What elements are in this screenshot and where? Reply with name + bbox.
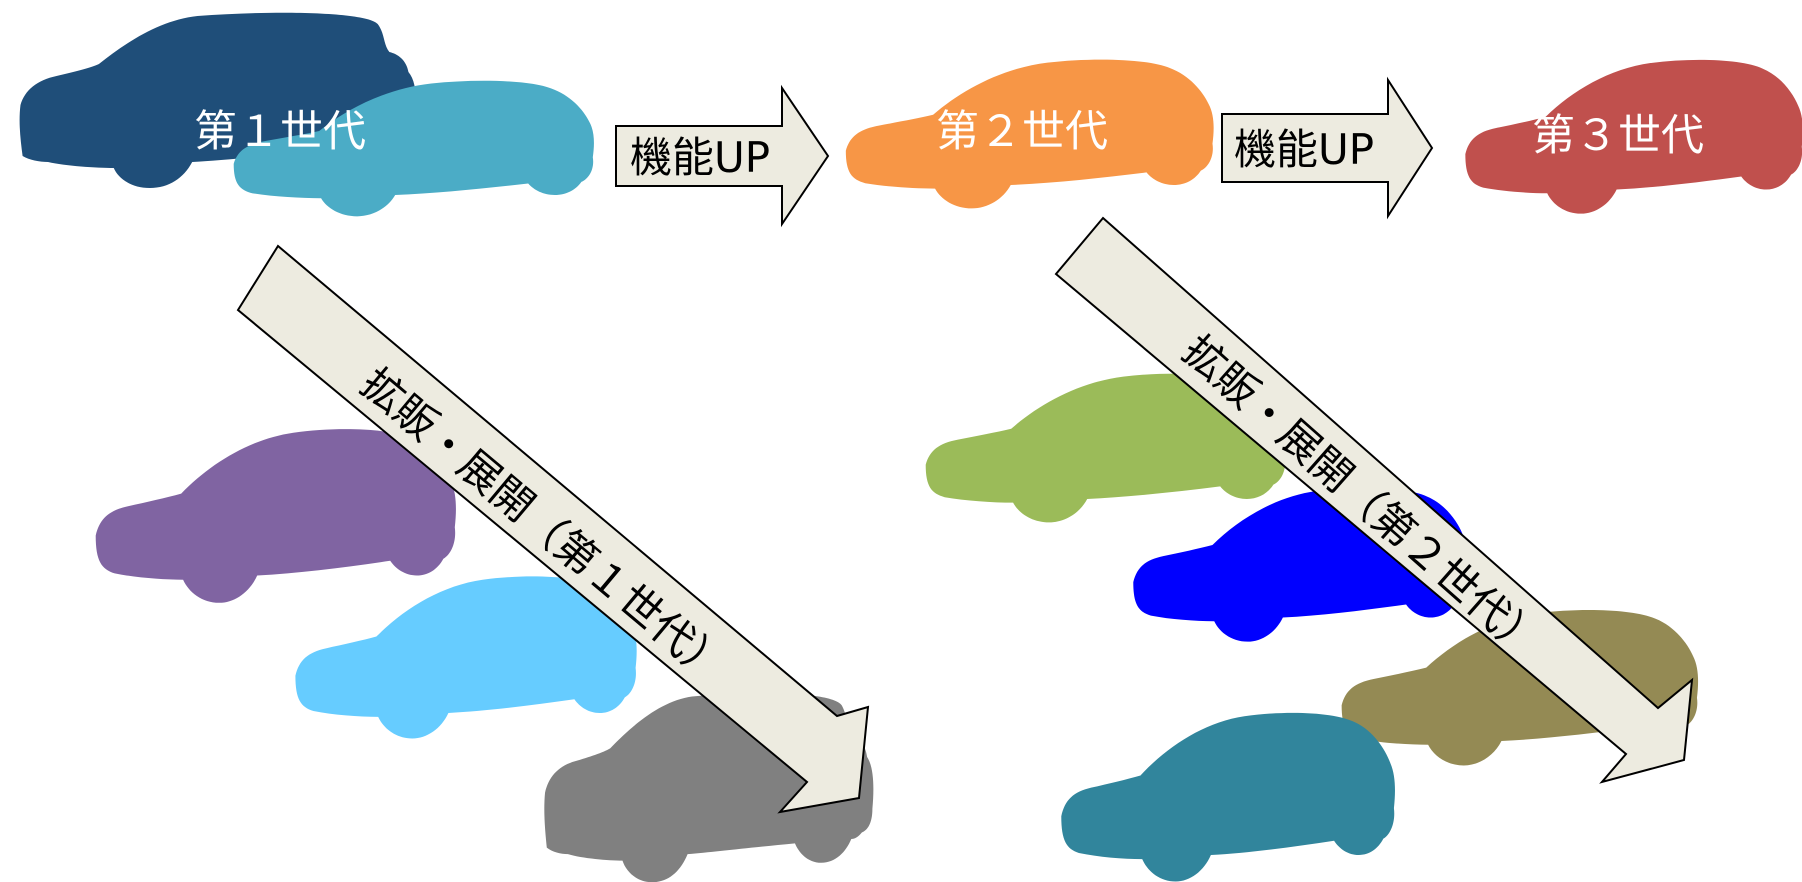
- upgrade-arrow-1-label: 機能UP: [630, 133, 770, 182]
- upgrade-arrow-1: 機能UP: [615, 84, 830, 228]
- expansion-arrow-1-shape: [236, 244, 870, 814]
- gen2-label: 第２世代: [936, 107, 1108, 157]
- expansion-arrow-2-shape: [1054, 216, 1694, 784]
- upgrade-arrow-1-shape: [615, 84, 830, 228]
- upgrade-arrow-2: 機能UP: [1221, 76, 1434, 220]
- gen3-group: 第３世代: [1465, 59, 1802, 214]
- upgrade-arrow-2-label: 機能UP: [1234, 125, 1374, 174]
- ex2-teal-car-icon: [1061, 712, 1395, 882]
- ex1-purple-car-icon: [95, 429, 456, 603]
- gen3-label: 第３世代: [1532, 111, 1704, 161]
- gen1-label: 第１世代: [194, 107, 366, 157]
- upgrade-arrow-2-shape: [1221, 76, 1434, 220]
- ex1-lightblue-car-icon: [295, 576, 637, 739]
- gen1-group: 第１世代: [19, 12, 594, 217]
- gen2-group: 第２世代: [845, 59, 1214, 209]
